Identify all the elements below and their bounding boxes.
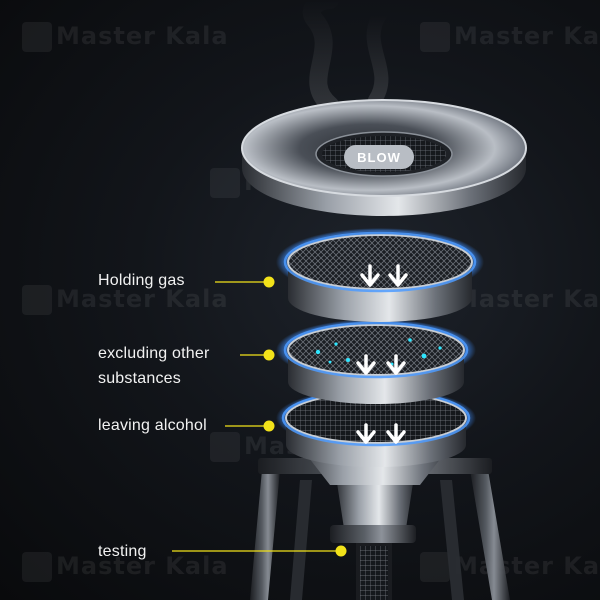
label-excluding-line1: excluding other bbox=[98, 345, 210, 362]
watermark: Master Kala bbox=[22, 285, 229, 315]
watermark: Master Kala bbox=[22, 552, 229, 582]
label-holding-gas: Holding gas bbox=[98, 272, 185, 289]
watermark: Master Kala bbox=[22, 22, 229, 52]
device-body-lower bbox=[330, 470, 416, 600]
label-excluding-line2: substances bbox=[98, 370, 181, 387]
mouthpiece-label: BLOW bbox=[357, 150, 401, 165]
filter-layer-1 bbox=[276, 228, 484, 322]
mouthpiece-cap: BLOW bbox=[241, 99, 527, 216]
label-testing: testing bbox=[98, 543, 147, 560]
particles bbox=[315, 338, 442, 366]
filter-layer-2 bbox=[276, 319, 476, 404]
watermark: Master Kala bbox=[420, 22, 600, 52]
label-leaving-alcohol: leaving alcohol bbox=[98, 417, 207, 434]
watermark: Master Kala bbox=[420, 552, 600, 582]
filter-layer-3 bbox=[276, 388, 476, 467]
